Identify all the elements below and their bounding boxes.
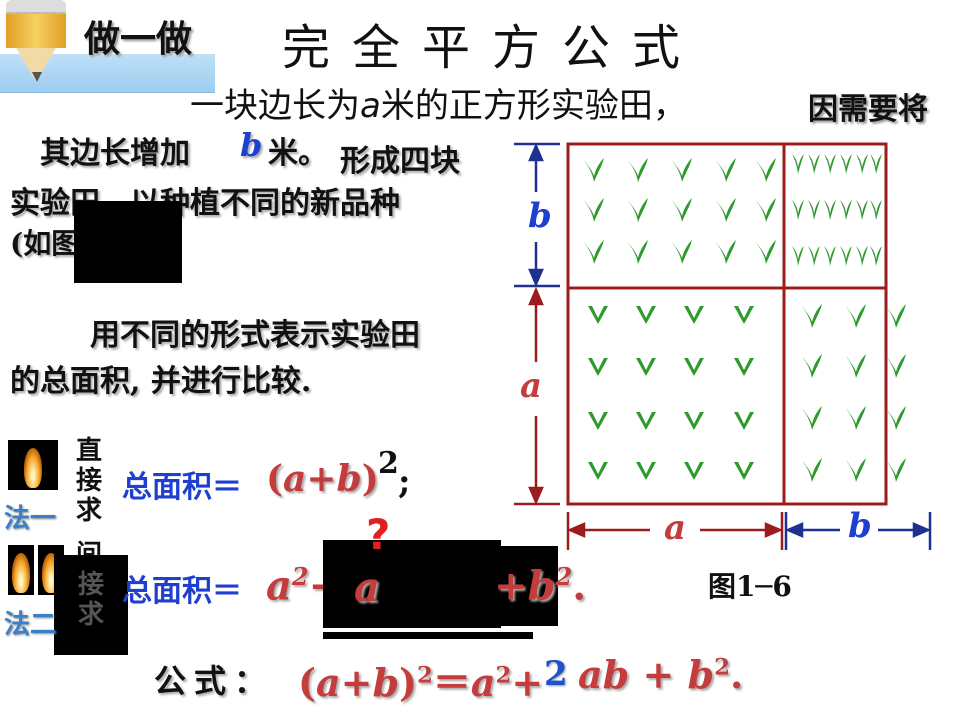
method2-middle: a — [354, 564, 380, 611]
intro-line2-post: 米。 — [268, 136, 328, 171]
method1-exponent: 2 — [378, 446, 399, 481]
intro-line2-var: b — [240, 126, 263, 164]
method1-area-label: 总面积＝ — [122, 470, 242, 505]
formula-label: 公式： — [154, 662, 275, 700]
mask-box — [498, 546, 558, 626]
field-diagram — [514, 142, 932, 550]
underline-bar — [323, 632, 533, 639]
plot-bottom-right — [802, 304, 906, 482]
task-line2: 的总面积, 并进行比较. — [10, 364, 312, 399]
dim-bottom-a — [566, 512, 784, 550]
pencil-icon-banner — [0, 0, 215, 93]
dim-label-b-bottom: b — [848, 506, 872, 546]
candle-icon — [8, 440, 58, 490]
method1-expr: (a+b) — [266, 458, 379, 500]
intro-line3: 实验田，以种植不同的新品种 — [10, 186, 400, 221]
intro-line1: 一块边长为a米的正方形实验田， — [190, 86, 687, 126]
plot-top-left — [584, 158, 776, 264]
formula-tail: ab + b2. — [578, 652, 744, 697]
dim-left-b — [514, 142, 560, 288]
dim-label-a-vertical: a — [520, 366, 543, 406]
method2-area-label: 总面积＝ — [122, 574, 242, 609]
method1-end: ; — [398, 462, 411, 502]
method1-vertical-text: 直接求 — [75, 436, 102, 526]
method2-label: 法二 — [4, 610, 57, 640]
formula-expression: (a+b)2＝a2+ — [298, 660, 544, 705]
task-line1: 用不同的形式表示实验田 — [90, 318, 420, 353]
mask-box — [54, 555, 128, 655]
method2-vertical-text-masked: 接求 — [77, 570, 104, 630]
mask-box — [74, 201, 182, 283]
method1-label: 法一 — [4, 504, 57, 534]
formula-coefficient: 2 — [544, 654, 568, 694]
pencil-cap — [6, 0, 66, 14]
dim-left-a — [514, 286, 560, 506]
method2-b-term: +b2. — [494, 562, 587, 610]
activity-label: 做一做 — [84, 18, 193, 60]
page-title: 完全平方公式 — [282, 20, 703, 76]
mask-box — [323, 540, 501, 628]
pencil-lead — [32, 72, 42, 82]
plot-bottom-left — [588, 306, 754, 480]
intro-line2-pre: 其边长增加 — [40, 136, 190, 171]
plot-top-right — [792, 154, 882, 266]
question-mark-icon: ? — [366, 510, 391, 559]
dim-label-b-vertical: b — [528, 196, 552, 236]
field-outer-border — [566, 142, 888, 506]
dim-bottom-b — [784, 512, 932, 550]
candle-icon — [8, 545, 34, 595]
intro-line1-tail: 因需要将 — [808, 92, 928, 127]
figure-caption: 图1─6 — [708, 570, 792, 603]
dim-label-a-bottom: a — [664, 508, 687, 548]
intro-line2-tail: 形成四块 — [340, 144, 460, 179]
